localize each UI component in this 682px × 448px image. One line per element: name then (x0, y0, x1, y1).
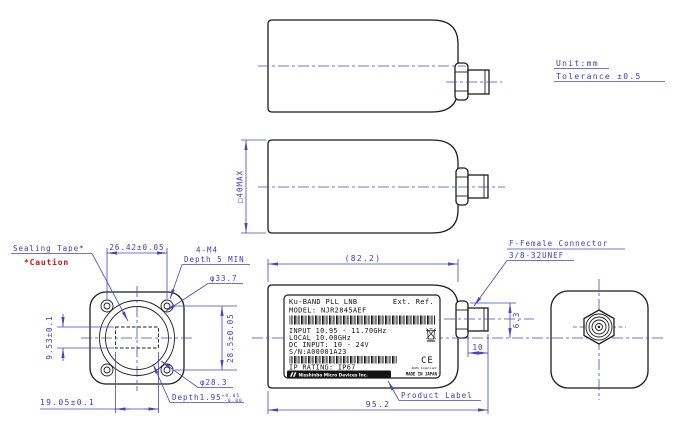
caution-text: *Caution (24, 257, 69, 267)
tap-depth-text: Depth 5 MIN (184, 255, 245, 264)
counterbore-text: Depth1.95+0.05-0.00 (172, 393, 243, 404)
label-title-right: Ext. Ref. (393, 298, 434, 306)
callout-counterbore: Depth1.95+0.05-0.00 (152, 363, 244, 404)
callout-sealing-tape: Sealing Tape* *Caution (11, 244, 129, 322)
tap-holes-text: 4-M4 (196, 246, 218, 255)
f-connector-text-line2: 3/8-32UNEF (509, 251, 564, 260)
label-dc: DC INPUT: 10 - 24V (289, 341, 369, 349)
brand-name: Nisshinbo Micro Devices Inc. (299, 373, 369, 379)
side-view-body (267, 139, 489, 234)
label-title-left: Ku-BAND PLL LNB (289, 298, 357, 306)
dim-aperture-h: 9.53±0.1 (45, 314, 114, 361)
barcode-top (289, 315, 435, 325)
dia-outer-text: φ33.7 (210, 274, 238, 283)
dim-hole-pitch-v: 28.5±0.05 (175, 305, 237, 371)
dim-thread-length: 10 (467, 334, 488, 357)
product-label: Ku-BAND PLL LNB Ext. Ref. MODEL: NJR2845… (283, 294, 441, 379)
f-connector-text-line1: F-Female Connector (509, 239, 608, 248)
barcode-bottom (289, 356, 397, 364)
callout-dia-outer: φ33.7 (165, 274, 243, 312)
callout-tap-holes: 4-M4 Depth 5 MIN (169, 246, 250, 300)
dim-overall-length: 95.2 (267, 334, 489, 414)
dim-aperture-h-text: 9.53±0.1 (45, 315, 54, 359)
brand-logo-icon (290, 372, 297, 377)
dim-body-square: □40MAX (236, 139, 266, 234)
dim-body-length: (82.2) (267, 254, 459, 282)
drawing-notes: Unit:mm Tolerance ±0.5 (554, 59, 665, 82)
note-tolerance: Tolerance ±0.5 (556, 72, 642, 81)
dim-aperture-w: 19.05±0.1 (40, 352, 159, 413)
label-serial: S/N:A00001A23 (289, 348, 347, 356)
callout-dia-inner: φ28.3 (160, 360, 233, 388)
dim-overall-length-text: 95.2 (366, 400, 390, 409)
note-unit: Unit:mm (556, 59, 599, 68)
callout-product-label: Product Label (387, 380, 481, 401)
ce-mark: CE (421, 356, 434, 366)
label-ip-rating: IP RATING: IP67 (289, 364, 356, 372)
dim-connector-offset-text: 6.3 (512, 312, 521, 329)
dim-body-length-text: (82.2) (345, 254, 382, 263)
dim-hole-pitch-h-text: 26.42±0.05 (109, 243, 164, 252)
brand-bar: Nisshinbo Micro Devices Inc. (287, 370, 391, 379)
label-model: MODEL: NJR2845AEF (289, 307, 367, 315)
counterbore-value: Depth1.95 (172, 393, 222, 402)
label-input: INPUT 10.95 - 11.70GHz (289, 327, 387, 335)
dim-hole-pitch-v-text: 28.5±0.05 (226, 313, 235, 363)
label-rohs: RoHS Compliant (412, 366, 437, 370)
dim-aperture-w-text: 19.05±0.1 (40, 398, 95, 407)
label-origin: MADE IN JAPAN (406, 372, 438, 377)
weee-bin-icon (426, 328, 436, 342)
dim-hole-pitch-h: 26.42±0.05 (106, 243, 168, 299)
rear-connector-hex (583, 309, 615, 345)
counterbore-tol-plus: +0.05 (222, 393, 241, 399)
sealing-tape-text: Sealing Tape* (13, 244, 85, 253)
label-local: LOCAL 10.00GHz (289, 334, 351, 342)
product-label-text: Product Label (401, 391, 473, 400)
dim-thread-length-text: 10 (472, 343, 483, 352)
counterbore-tol-minus: -0.00 (224, 398, 243, 404)
dim-body-square-text: □40MAX (236, 170, 245, 203)
callout-f-connector: F-Female Connector 3/8-32UNEF (473, 239, 625, 307)
dia-inner-text: φ28.3 (200, 378, 228, 387)
